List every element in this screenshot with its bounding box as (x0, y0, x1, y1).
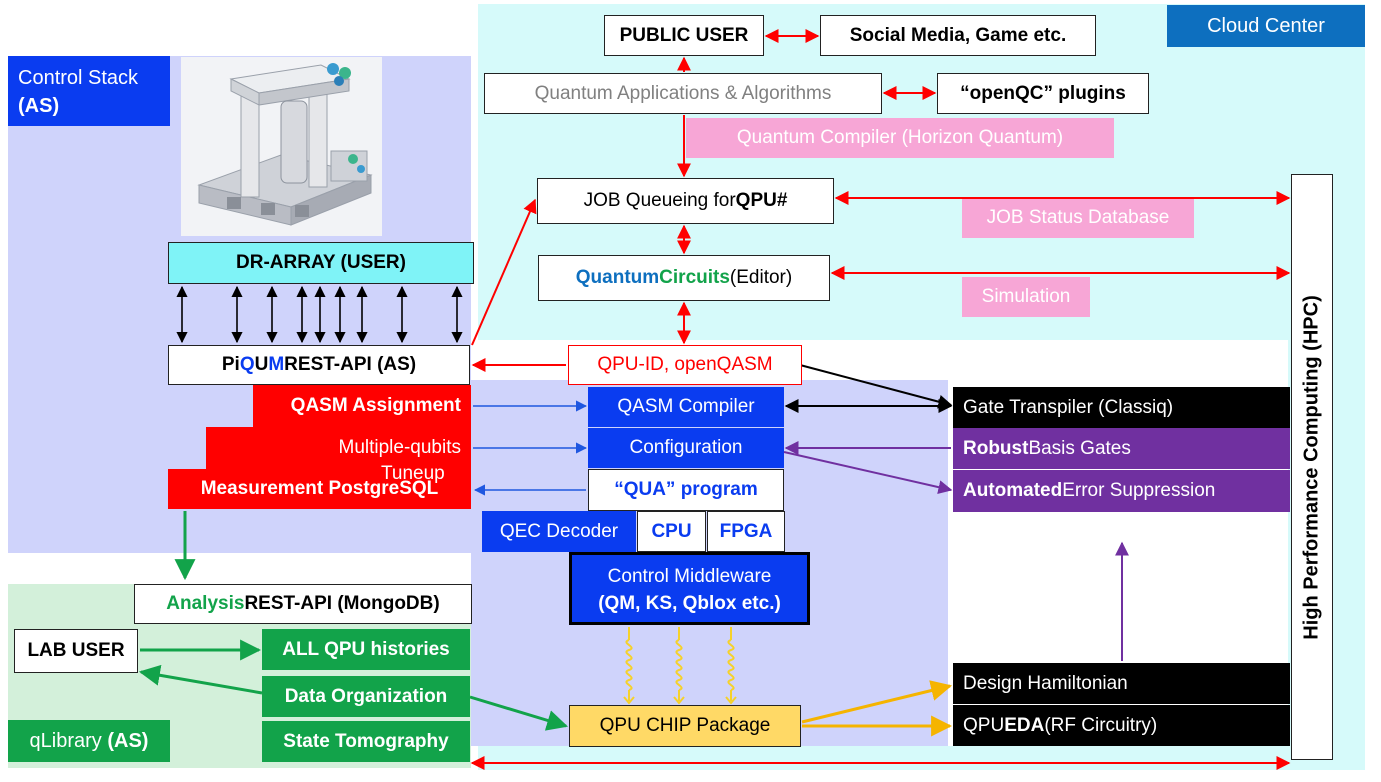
qec-decoder-box: QEC Decoder (482, 511, 636, 552)
error-suppression-words: Error Suppression (1062, 480, 1216, 501)
control-stack-title: Control Stack (18, 67, 139, 89)
configuration-box: Configuration (588, 428, 784, 468)
dilution-refrigerator-image (181, 57, 382, 236)
circuits-word-circuits: Circuits (659, 267, 730, 288)
qlibrary-title: qLibrary (29, 729, 102, 752)
cloud-center-label: Cloud Center (1167, 5, 1365, 47)
fridge-illustration (197, 63, 373, 226)
hpc-label: High Performance Computing (HPC) (1300, 294, 1323, 640)
robust-word: Robust (963, 437, 1029, 459)
circuits-word-quantum: Quantum (575, 267, 660, 288)
piqum-m: M (268, 354, 285, 375)
qasm-assignment-box: QASM Assignment (253, 385, 471, 427)
public-user-box: PUBLIC USER (604, 15, 764, 56)
multiple-qubits-box: Multiple-qubits (206, 427, 471, 469)
analysis-word: Analysis (166, 593, 245, 614)
measurement-postgresql-box: Measurement PostgreSQL (168, 469, 471, 509)
basis-gates-words: Basis Gates (1028, 437, 1131, 459)
piqum-pi: Pi (221, 354, 240, 375)
job-queueing-qpu: QPU# (735, 190, 788, 211)
all-qpu-histories-box: ALL QPU histories (262, 629, 470, 670)
quantum-circuits-box: Quantum Circuits (Editor) (538, 255, 830, 301)
qpu-id-openqasm-box: QPU-ID, openQASM (568, 345, 802, 385)
robust-basis-gates-box: Robust Basis Gates (953, 428, 1290, 469)
control-middleware-title: Control Middleware (607, 566, 772, 587)
piqum-u: U (254, 354, 269, 375)
dr-array-box: DR-ARRAY (USER) (168, 242, 474, 284)
piqum-q: Q (239, 354, 255, 375)
data-organization-box: Data Organization (262, 676, 470, 717)
circuits-word-editor: (Editor) (729, 267, 793, 288)
control-middleware-vendors: (QM, KS, Qblox etc.) (598, 593, 781, 614)
job-queueing-text: JOB Queueing for (583, 190, 736, 211)
job-status-database-box: JOB Status Database (962, 198, 1194, 238)
qlibrary-label: qLibrary (AS) (8, 720, 170, 762)
simulation-box: Simulation (962, 277, 1090, 317)
piqum-rest: REST-API (AS) (284, 354, 417, 375)
cpu-box: CPU (637, 511, 706, 552)
qpu-eda-qpu: QPU (963, 714, 1005, 736)
job-queueing-box: JOB Queueing for QPU# (537, 178, 834, 224)
analysis-rest-api-box: Analysis REST-API (MongoDB) (134, 584, 472, 624)
qpu-eda-rf: (RF Circuitry) (1044, 714, 1158, 736)
automated-error-suppression-box: Automated Error Suppression (953, 470, 1290, 512)
openqc-plugins-box: “openQC” plugins (937, 73, 1149, 114)
control-stack-label: Control Stack (AS) (8, 56, 170, 126)
quantum-applications-box: Quantum Applications & Algorithms (484, 73, 882, 114)
qua-program-box: “QUA” program (588, 469, 784, 511)
design-hamiltonian-box: Design Hamiltonian (953, 663, 1290, 704)
qpu-chip-package-box: QPU CHIP Package (569, 705, 801, 747)
lab-user-box: LAB USER (14, 629, 138, 673)
analysis-rest-words: REST-API (MongoDB) (244, 593, 440, 614)
gate-transpiler-box: Gate Transpiler (Classiq) (953, 387, 1290, 428)
control-stack-tag: (AS) (18, 95, 60, 117)
state-tomography-box: State Tomography (262, 721, 470, 762)
control-middleware-box: Control Middleware (QM, KS, Qblox etc.) (569, 552, 810, 625)
qlibrary-tag: (AS) (107, 729, 149, 752)
automated-word: Automated (963, 480, 1063, 501)
social-media-box: Social Media, Game etc. (820, 15, 1096, 56)
qpu-eda-eda: EDA (1004, 714, 1045, 736)
qpu-eda-box: QPU EDA (RF Circuitry) (953, 705, 1290, 746)
hpc-box: High Performance Computing (HPC) (1291, 174, 1333, 760)
tuneup-label: Tuneup (381, 463, 445, 484)
quantum-compiler-box: Quantum Compiler (Horizon Quantum) (686, 118, 1114, 158)
fpga-box: FPGA (707, 511, 785, 552)
qasm-compiler-box: QASM Compiler (588, 387, 784, 427)
